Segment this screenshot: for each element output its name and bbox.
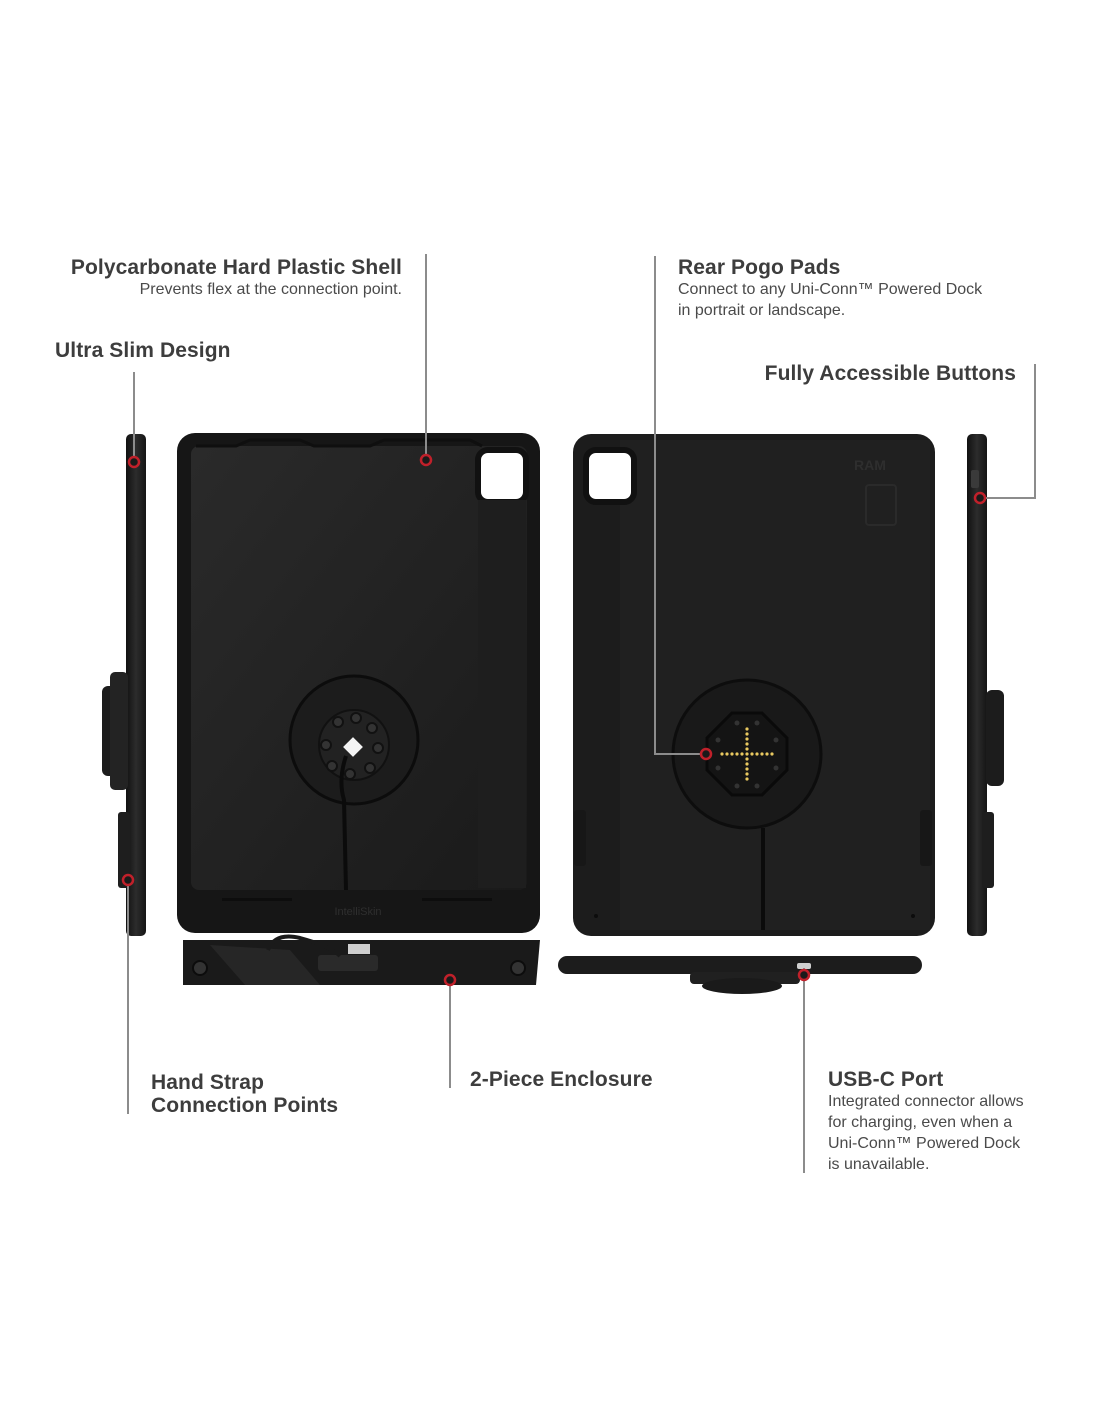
callout-pogo: Rear Pogo Pads Connect to any Uni-Conn™ … xyxy=(678,256,982,321)
callout-shell-desc: Prevents flex at the connection point. xyxy=(139,281,402,298)
marker-usbc xyxy=(797,968,811,982)
bottom-enclosure-piece xyxy=(183,934,540,985)
leader-lines xyxy=(127,254,1036,1173)
callout-usbc-desc-2: for charging, even when a xyxy=(828,1114,1013,1131)
callout-buttons: Fully Accessible Buttons xyxy=(740,362,1016,385)
callout-pogo-desc-1: Connect to any Uni-Conn™ Powered Dock xyxy=(678,281,983,298)
front-case: IntelliSkin xyxy=(177,433,540,933)
callout-usbc: USB-C Port Integrated connector allows f… xyxy=(828,1068,1024,1175)
left-side-profile xyxy=(102,434,146,936)
callout-usbc-desc-4: is unavailable. xyxy=(828,1156,930,1173)
marker-strap xyxy=(121,873,135,887)
marker-buttons xyxy=(973,491,987,505)
callout-strap-title-2: Connection Points xyxy=(151,1094,339,1117)
callout-usbc-desc-3: Uni-Conn™ Powered Dock xyxy=(828,1135,1021,1152)
callout-markers xyxy=(121,453,987,987)
callout-buttons-title: Fully Accessible Buttons xyxy=(764,362,1016,385)
callout-slim-title: Ultra Slim Design xyxy=(55,339,231,362)
callout-strap: Hand Strap Connection Points xyxy=(151,1071,338,1117)
callout-shell-title: Polycarbonate Hard Plastic Shell xyxy=(70,256,402,279)
callout-enclosure: 2-Piece Enclosure xyxy=(470,1068,653,1091)
callout-usbc-desc-1: Integrated connector allows xyxy=(828,1093,1024,1110)
rear-case: RAM xyxy=(573,434,935,936)
rear-brand-logo: RAM xyxy=(854,457,886,473)
callout-pogo-desc-2: in portrait or landscape. xyxy=(678,302,846,319)
callout-slim: Ultra Slim Design xyxy=(55,339,231,362)
front-imprint: IntelliSkin xyxy=(334,906,381,918)
callout-shell: Polycarbonate Hard Plastic Shell Prevent… xyxy=(40,256,402,300)
right-side-profile xyxy=(967,434,1004,936)
marker-slim xyxy=(127,455,141,469)
callout-usbc-title: USB-C Port xyxy=(828,1068,944,1091)
callout-enclosure-title: 2-Piece Enclosure xyxy=(470,1068,653,1091)
marker-enclosure xyxy=(443,973,457,987)
callout-strap-title-1: Hand Strap xyxy=(151,1071,265,1094)
marker-shell xyxy=(419,453,433,467)
rear-bottom-edge xyxy=(558,956,922,994)
callout-pogo-title: Rear Pogo Pads xyxy=(678,256,841,279)
marker-pogo xyxy=(699,747,713,761)
